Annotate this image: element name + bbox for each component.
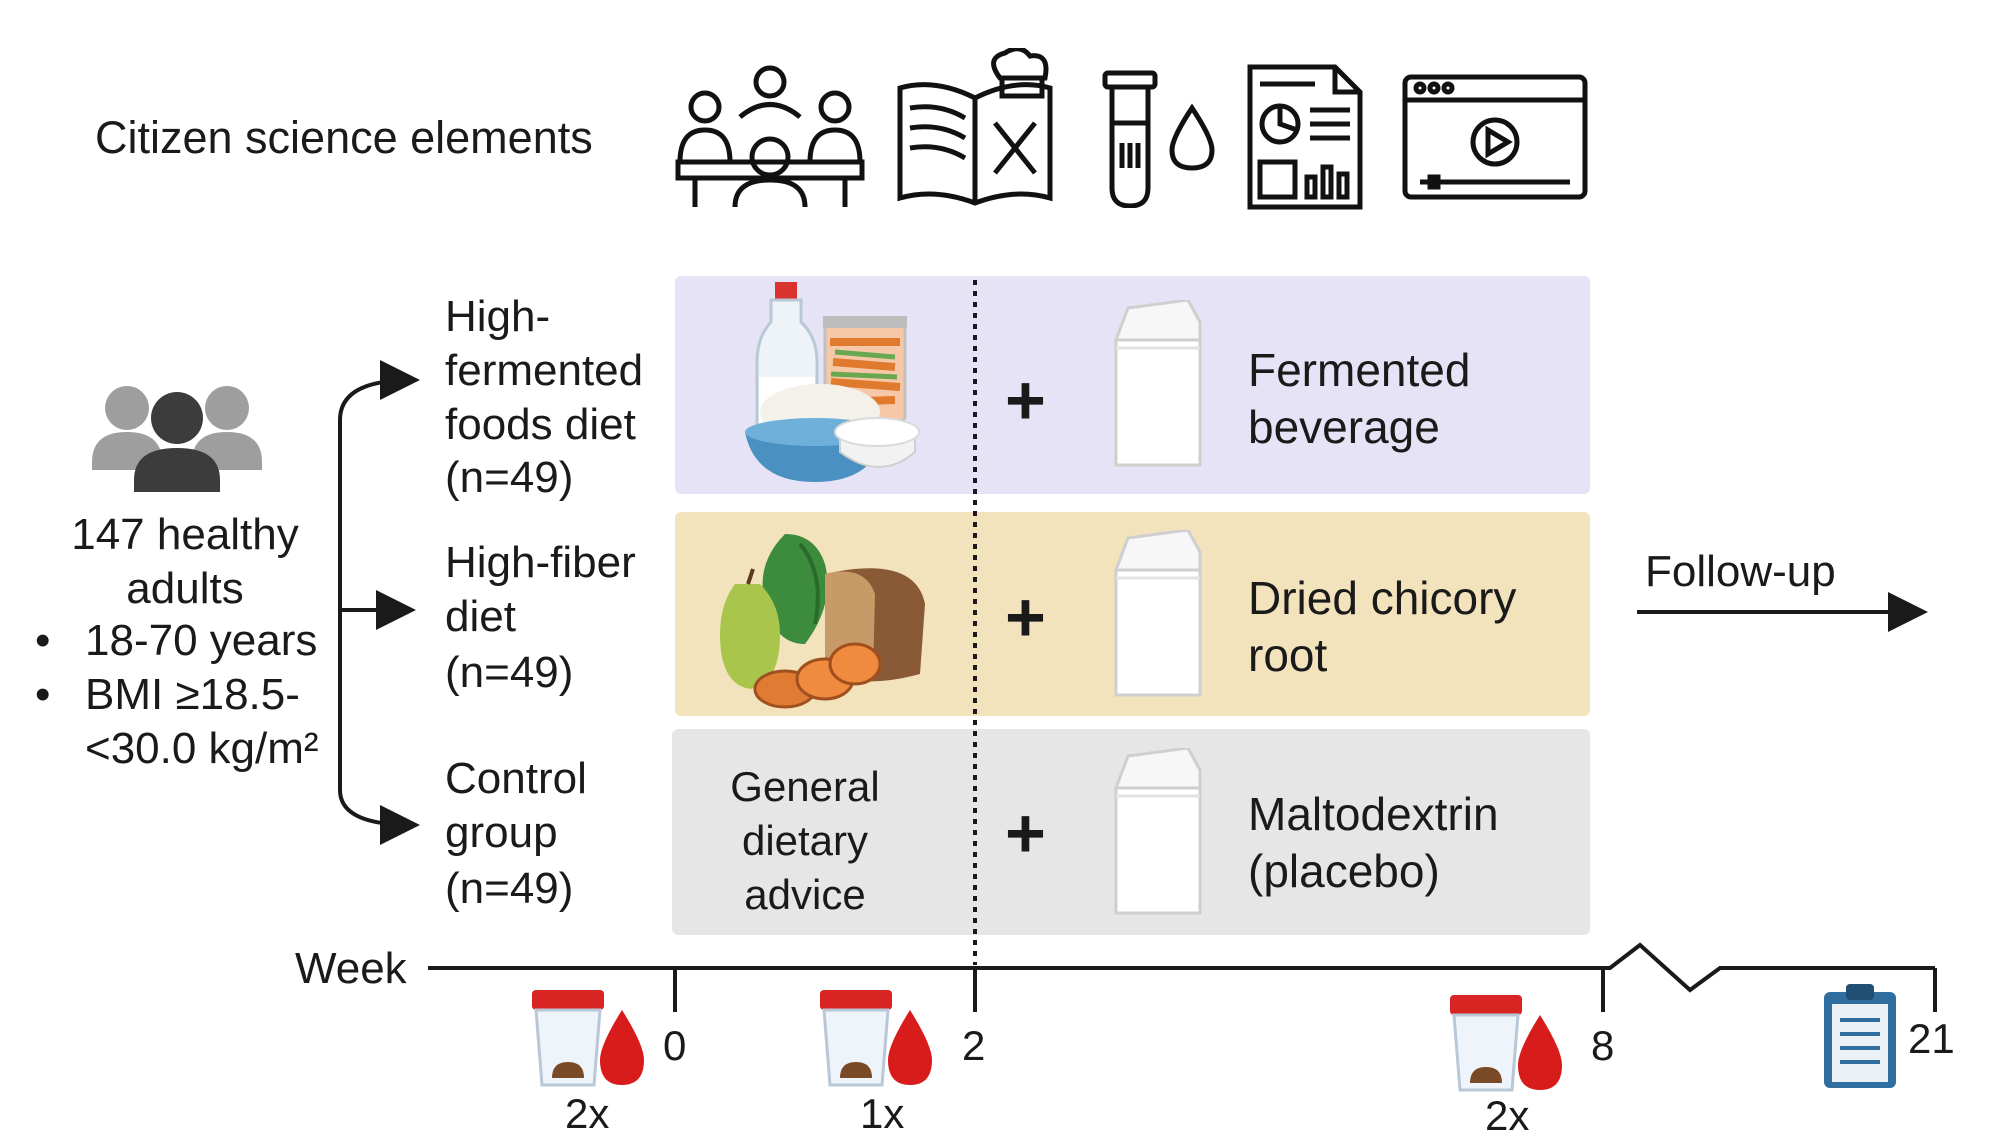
supplement-control: Maltodextrin (placebo) [1248, 788, 1499, 897]
criterion-age: 18-70 years [30, 614, 375, 668]
group-fiber-name: High-fiber diet [445, 538, 636, 641]
stool-blood-sample-icon [532, 990, 644, 1087]
followup-label: Follow-up [1645, 547, 1836, 596]
plus-fiber: + [1005, 578, 1046, 656]
report-icon [1247, 64, 1363, 210]
sachet-icon-fiber [1113, 530, 1202, 697]
stool-blood-sample-icon-week8 [1450, 995, 1562, 1092]
page-title: Citizen science elements [95, 112, 593, 163]
fermented-foods-icon [745, 282, 920, 482]
sampling-week0: 2x [565, 1090, 610, 1137]
population-label: 147 healthy adults [71, 510, 299, 613]
supplement-fermented: Fermented beverage [1248, 344, 1471, 453]
timeline-axis [428, 942, 1935, 993]
tick-label-21: 21 [1908, 1015, 1955, 1062]
branch-bracket [338, 378, 413, 827]
group-control-n: (n=49) [445, 864, 574, 913]
sampling-week8: 2x [1485, 1092, 1530, 1139]
criterion-bmi: BMI ≥18.5-<30.0 kg/m² [30, 668, 375, 776]
group-fiber-n: (n=49) [445, 648, 574, 697]
fiber-foods-icon [720, 534, 925, 709]
recipe-book-icon [897, 48, 1053, 206]
tick-label-8: 8 [1591, 1022, 1615, 1069]
clipboard-icon [1824, 984, 1896, 1088]
meeting-icon [675, 65, 865, 208]
tick-label-0: 0 [663, 1022, 687, 1069]
sachet-icon-fermented [1113, 300, 1202, 467]
sachet-icon-control [1113, 748, 1202, 915]
group-control-name: Control group [445, 754, 587, 857]
stool-blood-sample-icon-week2 [820, 990, 932, 1087]
timeline-axis-label: Week [295, 944, 407, 993]
tick-label-2: 2 [962, 1022, 986, 1069]
video-player-icon [1402, 74, 1588, 200]
plus-control: + [1005, 794, 1046, 872]
sampling-week2: 1x [860, 1090, 905, 1137]
group-fermented-name: High-fermented foods diet [445, 292, 644, 449]
plus-fermented: + [1005, 361, 1046, 439]
people-icon [92, 386, 262, 492]
sample-tube-icon [1102, 70, 1215, 208]
inclusion-criteria: 18-70 years BMI ≥18.5-<30.0 kg/m² [30, 614, 375, 776]
general-advice-label: General dietary advice [730, 763, 880, 918]
supplement-fiber: Dried chicory root [1248, 572, 1517, 681]
group-fermented-n: (n=49) [445, 453, 574, 502]
